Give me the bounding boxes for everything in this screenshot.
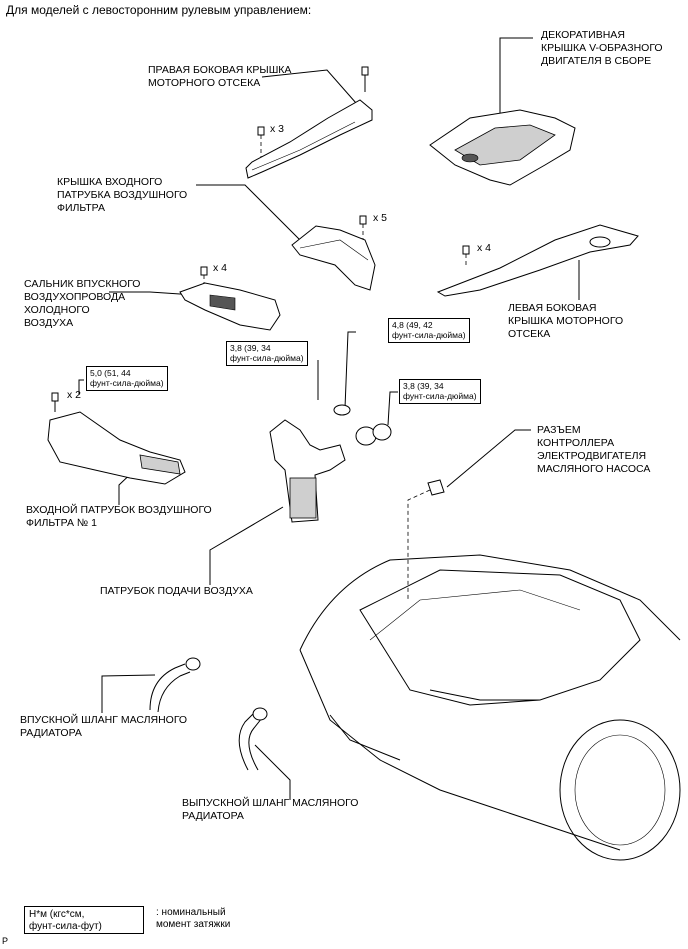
torque-spec-box: 3,8 (39, 34 фунт-сила-дюйма) bbox=[399, 379, 481, 404]
air-intake-pipe-part bbox=[269, 419, 346, 523]
label-oil-pump-connector: РАЗЪЕМ КОНТРОЛЛЕРА ЭЛЕКТРОДВИГАТЕЛЯ МАСЛ… bbox=[537, 424, 651, 475]
quantity-badge: x 5 bbox=[373, 212, 388, 224]
right-side-cover-part bbox=[245, 99, 373, 179]
air-filter-inlet-no1-part bbox=[47, 411, 186, 485]
oil-pump-connector-part bbox=[427, 479, 445, 496]
label-air-filter-inlet-no1: ВХОДНОЙ ПАТРУБОК ВОЗДУШНОГО ФИЛЬТРА № 1 bbox=[26, 504, 212, 529]
quantity-badge: x 4 bbox=[477, 242, 492, 254]
torque-spec-box: 3,8 (39, 34 фунт-сила-дюйма) bbox=[226, 341, 308, 366]
label-left-side-cover: ЛЕВАЯ БОКОВАЯ КРЫШКА МОТОРНОГО ОТСЕКА bbox=[508, 302, 624, 340]
clamp-part bbox=[333, 404, 351, 416]
leader-lines bbox=[78, 37, 580, 800]
label-right-side-cover: ПРАВАЯ БОКОВАЯ КРЫШКА МОТОРНОГО ОТСЕКА bbox=[148, 64, 292, 89]
quantity-badge: x 3 bbox=[270, 123, 285, 135]
quantity-badge: x 2 bbox=[67, 389, 82, 401]
page-title: Для моделей с левосторонним рулевым упра… bbox=[6, 3, 312, 17]
quantity-badge: x 4 bbox=[213, 262, 228, 274]
oil-cooler-inlet-hose-part bbox=[149, 663, 186, 711]
label-air-filter-inlet-cover: КРЫШКА ВХОДНОГО ПАТРУБКА ВОЗДУШНОГО ФИЛЬ… bbox=[57, 176, 188, 214]
left-side-cover-part bbox=[436, 224, 639, 297]
oil-cooler-outlet-hose-part bbox=[238, 711, 256, 771]
corner-mark: P bbox=[2, 936, 9, 946]
label-oil-cooler-outlet-hose: ВЫПУСКНОЙ ШЛАНГ МАСЛЯНОГО РАДИАТОРА bbox=[182, 797, 359, 822]
torque-spec-box: 5,0 (51, 44 фунт-сила-дюйма) bbox=[86, 366, 168, 391]
label-cold-air-intake-seal: САЛЬНИК ВПУСКНОГО ВОЗДУХОПРОВОДА ХОЛОДНО… bbox=[24, 278, 141, 329]
label-air-intake-pipe: ПАТРУБОК ПОДАЧИ ВОЗДУХА bbox=[100, 585, 253, 597]
vehicle-front-illustration bbox=[299, 554, 681, 861]
label-v-engine-cover: ДЕКОРАТИВНАЯ КРЫШКА V-ОБРАЗНОГО ДВИГАТЕЛ… bbox=[541, 29, 663, 67]
torque-spec-box: 4,8 (49, 42 фунт-сила-дюйма) bbox=[388, 318, 470, 343]
legend-note: : номинальный момент затяжки bbox=[156, 907, 231, 930]
legend-unit-box: Н*м (кгс*см, фунт-сила-фут) bbox=[24, 906, 144, 934]
air-filter-inlet-cover-part bbox=[291, 225, 376, 291]
label-oil-cooler-inlet-hose: ВПУСКНОЙ ШЛАНГ МАСЛЯНОГО РАДИАТОРА bbox=[20, 714, 188, 739]
